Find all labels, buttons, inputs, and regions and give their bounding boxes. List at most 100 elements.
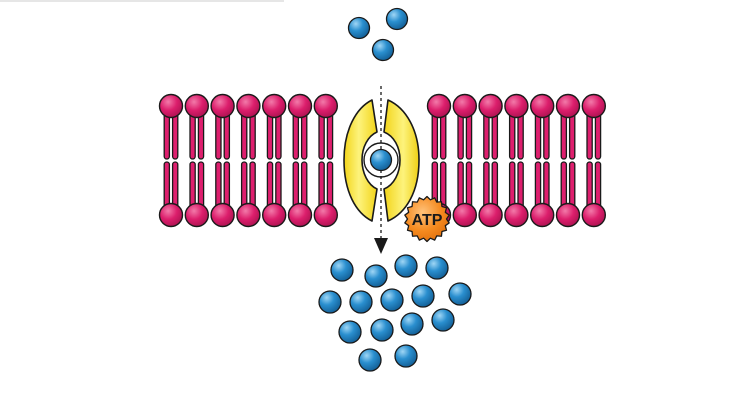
- lipid-head: [158, 93, 184, 119]
- lipid-tail: [189, 161, 196, 210]
- lipid-tail: [560, 111, 568, 160]
- molecule-icon: [369, 148, 393, 172]
- lipid-tail: [326, 161, 334, 210]
- lipid-tail: [300, 111, 308, 160]
- lipid-tail: [326, 111, 334, 160]
- atp-icon: ATP: [404, 195, 450, 243]
- molecule-icon: [318, 290, 342, 314]
- lipid-tail: [189, 111, 196, 160]
- lipid-head: [236, 202, 261, 228]
- lipid-tail: [465, 111, 473, 160]
- lipid-tail: [534, 111, 542, 160]
- lipid-tail: [465, 161, 473, 210]
- lipid-head: [287, 202, 313, 228]
- lipid-tail: [318, 161, 325, 210]
- lipid-tail: [292, 111, 300, 160]
- lipid-head: [236, 93, 261, 119]
- lipid-tail: [586, 161, 593, 210]
- lipid-tail: [223, 161, 231, 210]
- lipid-head: [287, 93, 313, 119]
- lipid-tail: [483, 161, 490, 210]
- lipid-head: [581, 93, 606, 119]
- lipid-head: [504, 202, 529, 228]
- lipid-tail: [594, 111, 602, 160]
- molecule-icon: [400, 312, 424, 336]
- phospholipid-icon: [184, 93, 210, 228]
- lipid-head: [262, 93, 287, 119]
- phospholipid-icon: [236, 93, 261, 228]
- lipid-tail: [171, 111, 179, 160]
- lipid-head: [210, 93, 235, 119]
- lipid-tail: [223, 111, 231, 160]
- lipid-tail: [240, 161, 248, 210]
- lipid-head: [313, 202, 338, 228]
- atp-burst: [404, 195, 450, 243]
- lipid-tail: [517, 111, 524, 160]
- molecule-icon: [431, 308, 455, 332]
- lipid-tail: [240, 111, 248, 160]
- phospholipid-icon: [478, 93, 503, 228]
- phospholipid-icon: [555, 93, 581, 228]
- lipid-tail: [215, 111, 222, 160]
- molecule-icon: [371, 38, 395, 62]
- pump-left-half: [343, 99, 378, 222]
- lipid-tail: [508, 161, 516, 210]
- arrow-down-icon: [374, 238, 388, 254]
- lipid-tail: [266, 161, 274, 210]
- phospholipid-icon: [504, 93, 529, 228]
- phospholipid-icon: [313, 93, 338, 228]
- lipid-head: [530, 202, 555, 228]
- lipid-tail: [543, 111, 550, 160]
- molecule-icon: [394, 344, 418, 368]
- molecule-icon: [394, 254, 418, 278]
- phospholipid-icon: [287, 93, 313, 228]
- lipid-tail: [163, 111, 171, 160]
- lipid-head: [555, 93, 581, 119]
- lipid-tail: [439, 111, 447, 160]
- lipid-tail: [300, 161, 308, 210]
- lipid-head: [452, 93, 477, 119]
- phospholipid-icon: [581, 93, 606, 228]
- molecule-icon: [338, 320, 362, 344]
- lipid-head: [555, 202, 581, 228]
- lipid-tail: [491, 161, 499, 210]
- lipid-head: [478, 202, 503, 228]
- lipid-tail: [249, 161, 256, 210]
- lipid-tail: [249, 111, 256, 160]
- phospholipid-icon: [530, 93, 555, 228]
- lipid-head: [184, 202, 210, 228]
- molecule-icon: [411, 284, 435, 308]
- lipid-tail: [508, 111, 516, 160]
- molecule-icon: [358, 348, 382, 372]
- pump-right-half: [383, 99, 420, 222]
- lipid-tail: [594, 161, 602, 210]
- molecule-icon: [385, 7, 409, 31]
- lipid-head: [158, 202, 184, 228]
- extracellular-molecules: [347, 7, 409, 62]
- lipid-tail: [517, 161, 524, 210]
- lipid-tail: [266, 111, 274, 160]
- lipid-head: [426, 93, 452, 119]
- lipid-tail: [275, 161, 282, 210]
- lipid-head: [262, 202, 287, 228]
- lipid-head: [184, 93, 210, 119]
- lipid-tail: [560, 161, 568, 210]
- molecule-icon: [349, 290, 373, 314]
- molecule-icon: [364, 264, 388, 288]
- lipid-tail: [543, 161, 550, 210]
- lipid-tail: [171, 161, 179, 210]
- lipid-tail: [457, 111, 464, 160]
- lipid-tail: [568, 111, 576, 160]
- molecule-icon: [380, 288, 404, 312]
- phospholipid-icon: [210, 93, 235, 228]
- intracellular-molecules: [318, 254, 472, 372]
- phospholipid-icon: [452, 93, 477, 228]
- lipid-head: [530, 93, 555, 119]
- lipid-tail: [292, 161, 300, 210]
- lipid-tail: [215, 161, 222, 210]
- transport-protein-icon: [343, 99, 420, 222]
- lipid-tail: [457, 161, 464, 210]
- lipid-tail: [163, 161, 171, 210]
- phospholipid-icon: [158, 93, 184, 228]
